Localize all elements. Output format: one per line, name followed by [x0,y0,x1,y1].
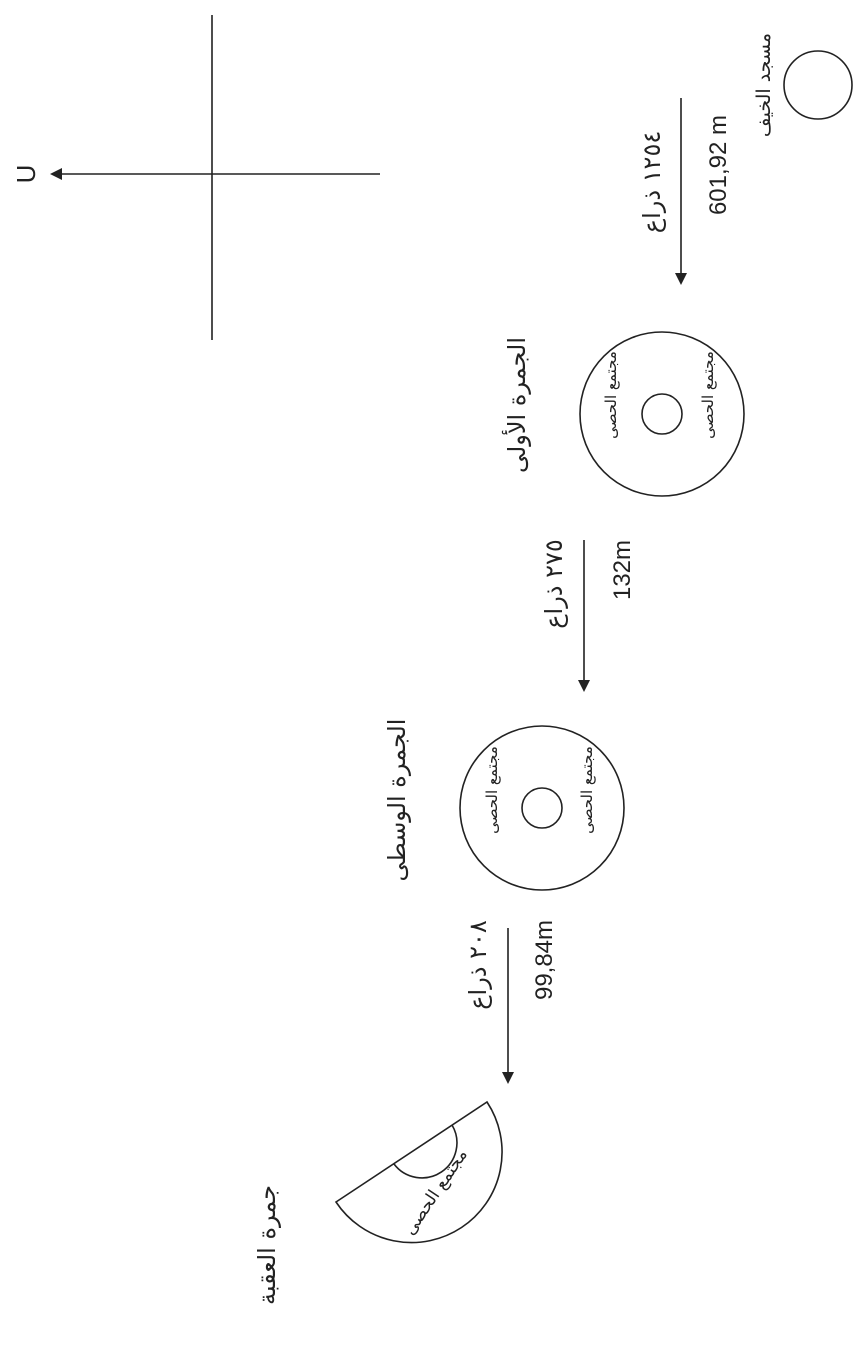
segment-meters: 132m [609,540,636,600]
jamra-outer-ring [579,331,745,497]
pebble-area-label: مجتمع الحصى [400,1145,472,1238]
distance-segment-2: ٢٧٥ ذراع 132m [540,539,636,692]
segment-meters: 99,84m [531,920,558,1000]
pebble-area-label: مجتمع الحصى [483,746,501,834]
distance-segment-3: ٢٠٨ ذراع 99,84m [464,920,558,1084]
segment-dhira: ٢٠٨ ذراع [464,920,492,1010]
mosque-circle [783,50,853,120]
segment-dhira: ١٢٥٤ ذراع [638,131,666,233]
distance-segment-1: ١٢٥٤ ذراع 601,92 m [638,98,732,285]
pebble-area-label: مجتمع الحصى [699,351,717,439]
jamra-pillar [521,787,563,829]
jamra-name: الجمرة الوسطى [383,719,411,882]
jamra-outer-ring [459,725,625,891]
pebble-area-label: مجتمع الحصى [602,351,620,439]
compass-letter: U [11,165,41,184]
jamra-pillar-arc [393,1124,458,1179]
pebble-area-label: مجتمع الحصى [578,746,596,834]
jamra-pillar [641,393,683,435]
jamra-aqaba: جمرة العقبة مجتمع الحصى [253,1100,503,1305]
jamra-middle: الجمرة الوسطى مجتمع الحصى مجتمع الحصى [383,719,625,891]
jamra-semicircle [334,1100,503,1244]
jamra-first: الجمرة الأولى مجتمع الحصى مجتمع الحصى [502,331,745,497]
compass: U [11,15,380,340]
mosque-label: مسجد الخيف [753,33,775,137]
segment-meters: 601,92 m [705,115,732,215]
mosque: مسجد الخيف [753,33,853,137]
jamra-name: جمرة العقبة [253,1185,281,1305]
jamra-name: الجمرة الأولى [502,337,531,473]
segment-dhira: ٢٧٥ ذراع [540,539,568,629]
